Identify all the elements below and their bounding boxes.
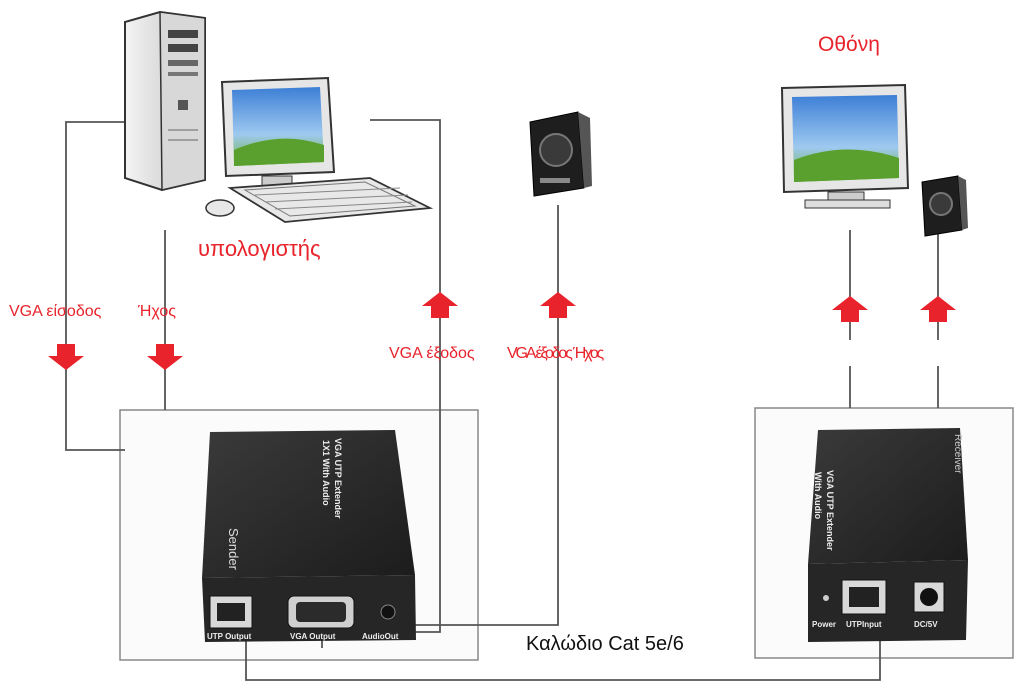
receiver-side-label: Receiver: [952, 434, 963, 474]
arrows: [48, 292, 956, 370]
monitor-title: Οθόνη: [818, 33, 880, 56]
vga-output-label: VGA έξοδος: [389, 345, 475, 362]
mouse: [205, 199, 235, 217]
audio-input-label: Ήχος: [138, 303, 176, 320]
arrow-rx-vga: [832, 296, 868, 322]
arrow-rx-audio: [920, 296, 956, 322]
computer-label: υπολογιστής: [198, 236, 321, 261]
sender-top-label-1: VGA UTP Extender: [333, 438, 343, 519]
computer-monitor: [220, 76, 336, 187]
sender-port-vga-label: VGA Output: [290, 632, 336, 641]
sender-top-label-2: 1X1 With Audio: [321, 440, 331, 506]
sender-port-utp-label: UTP Output: [207, 632, 252, 641]
speaker-left: [529, 111, 592, 197]
display-monitor: [780, 83, 910, 209]
arrow-audio-in: [147, 344, 183, 370]
label-mask: [790, 340, 1002, 366]
vga-input-label: VGA είσοδος: [9, 303, 102, 320]
audio-output-label: VGA έξοδος Ήχος: [507, 345, 604, 362]
receiver-device: [808, 428, 968, 642]
wiring: [65, 119, 939, 681]
arrow-vga-in: [48, 344, 84, 370]
receiver-port-dc-label: DC/5V: [914, 620, 938, 629]
cable-label: Καλώδιο Cat 5e/6: [526, 633, 684, 655]
receiver-top-label-1: VGA UTP Extender: [825, 470, 835, 551]
receiver-top-label-2: With Audio: [813, 472, 823, 520]
vga-input-line: [65, 121, 125, 451]
receiver-port-power-label: Power: [812, 620, 837, 629]
arrow-vga-out: [422, 292, 458, 318]
sender-side-label: Sender: [226, 528, 241, 570]
cat5-cable-line: [245, 640, 881, 681]
audio-out-line: [408, 205, 559, 626]
arrow-audio-out: [540, 292, 576, 318]
computer-tower: [124, 10, 206, 192]
sender-device: [202, 430, 416, 642]
receiver-port-utp-label: UTPInput: [846, 620, 882, 629]
keyboard: [227, 177, 434, 223]
speaker-right: [921, 175, 968, 237]
sender-port-audio-label: AudioOut: [362, 632, 399, 641]
